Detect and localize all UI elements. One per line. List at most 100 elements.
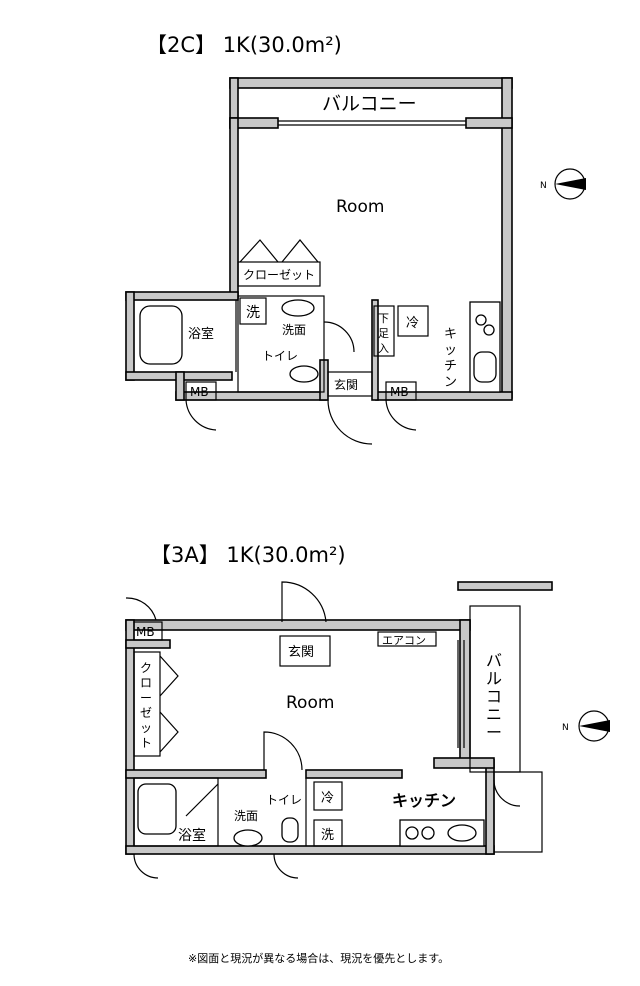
plan-3a-closet-5: ッ bbox=[140, 721, 152, 735]
plan-3a-closet-6: ト bbox=[140, 736, 152, 750]
mb-left-door bbox=[185, 399, 217, 431]
wall-3a-east-upper bbox=[459, 619, 471, 761]
mb-right-box bbox=[385, 381, 417, 401]
plan-2c-wash-mark: 洗 bbox=[246, 305, 260, 321]
wash-block-outline bbox=[237, 295, 325, 393]
plan-2c-washroom-label: 洗面 bbox=[282, 323, 306, 337]
plan-2c-bath-label: 浴室 bbox=[188, 326, 214, 342]
toilet-bowl bbox=[289, 365, 319, 383]
mb-3a-door bbox=[125, 597, 157, 621]
balcony-3a-door bbox=[493, 779, 521, 807]
plan-3a-heading: 【3A】 1K(30.0m²) bbox=[150, 543, 346, 567]
entrance-3a-door bbox=[281, 581, 327, 623]
stove-2 bbox=[483, 324, 495, 336]
wall-3a-mid-far bbox=[433, 757, 495, 769]
aircon-box bbox=[377, 631, 437, 647]
bathtub-3a bbox=[137, 783, 177, 835]
plan-2c-entrance-label: 玄関 bbox=[334, 377, 358, 392]
closet-box bbox=[237, 261, 321, 287]
closet-doors bbox=[239, 239, 319, 263]
plan-3a-toilet: トイレ bbox=[266, 793, 302, 807]
compass-2c-icon: N bbox=[540, 168, 586, 200]
sink-3a bbox=[447, 824, 477, 842]
plan-3a-kitchen: キッチン bbox=[392, 791, 456, 810]
washbasin-3a bbox=[233, 829, 263, 847]
toilet-door bbox=[323, 321, 355, 353]
wall-entry-right bbox=[371, 299, 379, 401]
closet-3a-doors bbox=[159, 655, 179, 753]
mb-left-box bbox=[185, 381, 217, 401]
footnote: ※図面と現況が異なる場合は、現況を優先とします。 bbox=[188, 951, 449, 965]
plan-2c-fridge: 冷 bbox=[406, 316, 419, 331]
plan-2c: 【2C】 1K(30.0m²) バルコニー Room クローゼット 浴室 洗 bbox=[125, 33, 586, 445]
wall-3a-mid bbox=[125, 769, 267, 779]
plan-2c-balcony-label: バルコニー bbox=[322, 93, 417, 115]
wall-west-upper bbox=[229, 117, 239, 299]
entrance-door bbox=[327, 399, 373, 445]
plan-3a-balcony-2: ル bbox=[486, 669, 502, 688]
closet-3a-box bbox=[133, 651, 161, 757]
wall-3a-south bbox=[125, 845, 495, 855]
entrance-3a-box bbox=[279, 635, 331, 667]
bath-3a-exterior-door bbox=[133, 853, 159, 879]
plan-3a-balcony-4: ニ bbox=[486, 705, 502, 724]
wall-3a-east-lower bbox=[485, 759, 495, 855]
plan-3a-closet-2: ロ bbox=[140, 676, 152, 690]
bathtub bbox=[139, 305, 183, 365]
wall-bath-left bbox=[125, 291, 135, 381]
wall-3a-roof-stub bbox=[457, 581, 553, 591]
compass-3a-icon: N bbox=[562, 710, 610, 742]
kitchen-sink bbox=[473, 351, 497, 383]
plan-2c-mb-right: MB bbox=[390, 385, 409, 399]
washer-3a-box bbox=[313, 819, 343, 847]
stove-3a-2 bbox=[421, 826, 435, 840]
plan-3a-wash-mark: 洗 bbox=[321, 828, 334, 843]
plan-2c-toilet-label: トイレ bbox=[262, 349, 298, 363]
mb-3a-box bbox=[133, 621, 163, 641]
plan-3a-balcony-1: バ bbox=[486, 651, 502, 670]
plan-3a-balcony-5: ー bbox=[486, 723, 502, 742]
wall-mb-left bbox=[175, 371, 185, 401]
plan-2c-compass-label: N bbox=[540, 181, 547, 191]
plan-3a-bath: 浴室 bbox=[178, 827, 206, 844]
plan-3a-closet-1: ク bbox=[140, 661, 152, 675]
stove-3a-1 bbox=[405, 826, 419, 840]
plan-3a: 【3A】 1K(30.0m²) MB 玄関 エアコン Room ク ロ ー ゼ … bbox=[125, 543, 610, 879]
plan-2c-shoe-3: 入 bbox=[378, 342, 389, 355]
wall-bath-top bbox=[125, 291, 239, 301]
plan-3a-fridge: 冷 bbox=[321, 791, 334, 806]
stove-1 bbox=[475, 314, 487, 326]
plan-3a-compass-label: N bbox=[562, 723, 569, 733]
wall-room-top-right bbox=[465, 117, 513, 129]
plan-3a-balcony-3: コ bbox=[486, 687, 502, 706]
plan-3a-mb: MB bbox=[136, 625, 155, 639]
wall-3a-closet-top bbox=[125, 639, 171, 649]
bath-3a-door bbox=[185, 783, 219, 817]
plan-2c-shoe-2: 足 bbox=[378, 327, 389, 340]
plan-2c-room-label: Room bbox=[336, 197, 384, 217]
wall-north bbox=[229, 77, 513, 89]
fridge-box bbox=[397, 305, 429, 337]
shoe-box bbox=[373, 305, 395, 357]
plan-3a-aircon: エアコン bbox=[382, 634, 426, 647]
wall-3a-west bbox=[125, 619, 135, 855]
balcony-3a-lower bbox=[493, 771, 543, 853]
plan-3a-room: Room bbox=[286, 693, 334, 713]
wash-3a-exterior-door bbox=[273, 853, 299, 879]
plan-3a-entrance: 玄関 bbox=[288, 645, 314, 660]
washbasin bbox=[281, 299, 315, 317]
plan-2c-kitchen-4: ン bbox=[444, 375, 457, 390]
plan-2c-kitchen-1: キ bbox=[444, 327, 457, 342]
plan-3a-closet-3: ー bbox=[140, 691, 152, 705]
entrance-box bbox=[327, 371, 373, 397]
plan-2c-kitchen-2: ッ bbox=[444, 343, 457, 358]
plan-2c-heading: 【2C】 1K(30.0m²) bbox=[146, 33, 342, 57]
wall-3a-mid-right bbox=[305, 769, 403, 779]
plan-2c-mb-left: MB bbox=[190, 385, 209, 399]
plan-3a-closet-4: ゼ bbox=[140, 706, 152, 720]
plan-2c-closet-label: クローゼット bbox=[243, 268, 315, 282]
wash-machine-box bbox=[239, 297, 267, 325]
toilet-3a-door bbox=[263, 731, 303, 771]
plan-2c-kitchen-3: チ bbox=[444, 359, 457, 374]
